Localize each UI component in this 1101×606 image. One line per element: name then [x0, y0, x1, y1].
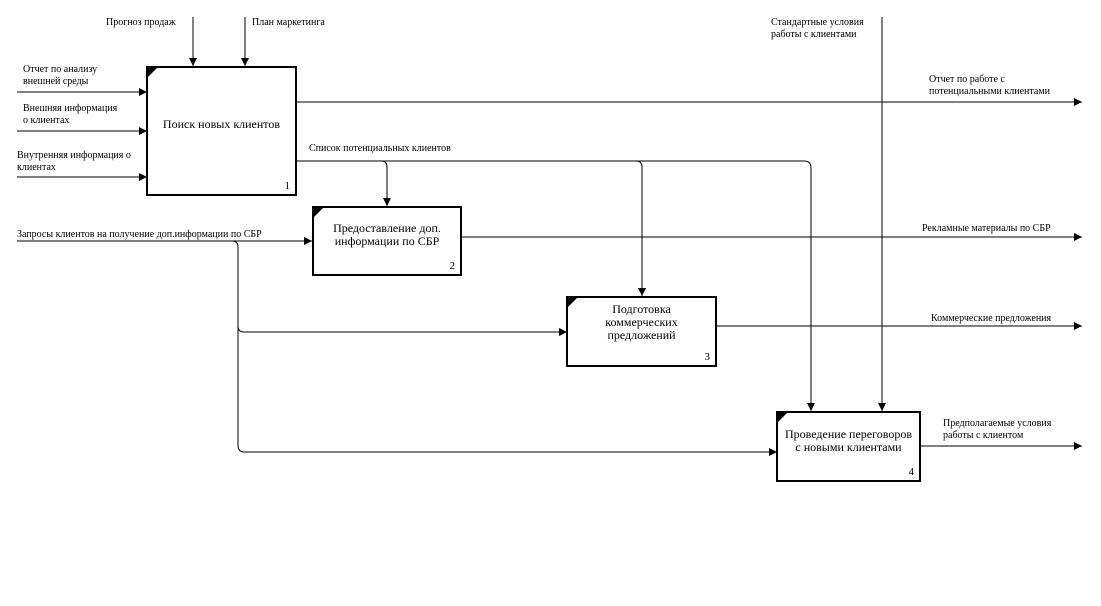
- label-line: о клиентах: [23, 115, 70, 126]
- label-marketing-plan: План маркетинга: [252, 17, 325, 28]
- label-line: потенциальными клиентами: [929, 86, 1051, 97]
- box-2-title-line: Предоставление доп.: [333, 221, 441, 235]
- label-env-report: Отчет по анализу внешней среды: [23, 64, 97, 88]
- box-3-number: 3: [704, 351, 711, 363]
- label-standard-terms: Стандартные условия работы с клиентами: [771, 17, 864, 41]
- label-line: внешней среды: [23, 76, 89, 87]
- label-line: Внутренняя информация о: [17, 150, 131, 161]
- box-1-title: Поиск новых клиентов: [148, 118, 295, 131]
- box-corner-mark: [148, 68, 157, 77]
- label-line: Стандартные условия: [771, 17, 864, 28]
- box-3-title-line: Подготовка: [612, 302, 671, 316]
- box-corner-mark: [314, 208, 323, 217]
- activity-box-3: Подготовка коммерческих предложений 3: [566, 296, 717, 367]
- activity-box-4: Проведение переговоров с новыми клиентам…: [776, 411, 921, 482]
- label-line: Предполагаемые условия: [943, 418, 1052, 429]
- label-sales-forecast: Прогноз продаж: [106, 17, 176, 28]
- label-work-report: Отчет по работе с потенциальными клиента…: [929, 74, 1050, 98]
- arrow-requests-branch: [231, 240, 777, 456]
- box-corner-mark: [778, 413, 787, 422]
- box-3-title-line: предложений: [607, 328, 676, 342]
- box-1-title-line: Поиск новых клиентов: [162, 117, 281, 131]
- box-3-title-line: коммерческих: [605, 315, 678, 329]
- label-ad-materials: Рекламные материалы по СБР: [922, 223, 1051, 234]
- box-3-title: Подготовка коммерческих предложений: [568, 303, 715, 342]
- arrow-requests-to-box3: [237, 325, 567, 336]
- label-client-requests: Запросы клиентов на получение доп.информ…: [17, 229, 262, 240]
- arrow-potential-list: [297, 160, 815, 411]
- label-int-info: Внутренняя информация о клиентах: [17, 150, 131, 174]
- label-line: работы с клиентом: [943, 430, 1024, 441]
- activity-box-1: Поиск новых клиентов 1: [146, 66, 297, 196]
- label-commercial-offers: Коммерческие предложения: [931, 313, 1052, 324]
- box-corner-mark: [568, 298, 577, 307]
- label-line: Внешняя информация: [23, 103, 118, 114]
- arrow-list-to-box3: [635, 160, 646, 296]
- label-ext-info: Внешняя информация о клиентах: [23, 103, 117, 127]
- label-line: клиентах: [17, 162, 56, 173]
- label-line: работы с клиентами: [771, 29, 857, 40]
- box-4-title-line: с новыми клиентами: [795, 440, 902, 454]
- label-potential-list: Список потенциальных клиентов: [309, 143, 451, 154]
- box-4-title: Проведение переговоров с новыми клиентам…: [778, 428, 919, 454]
- label-line: Отчет по работе с: [929, 74, 1005, 85]
- box-1-number: 1: [284, 180, 291, 192]
- box-4-number: 4: [908, 466, 915, 478]
- box-2-title: Предоставление доп. информации по СБР: [314, 222, 460, 248]
- box-2-number: 2: [449, 260, 456, 272]
- label-line: Отчет по анализу: [23, 64, 98, 75]
- label-expected-terms: Предполагаемые условия работы с клиентом: [943, 418, 1051, 442]
- box-2-title-line: информации по СБР: [334, 234, 440, 248]
- box-4-title-line: Проведение переговоров: [785, 427, 912, 441]
- activity-box-2: Предоставление доп. информации по СБР 2: [312, 206, 462, 276]
- arrow-list-to-box2: [380, 160, 391, 206]
